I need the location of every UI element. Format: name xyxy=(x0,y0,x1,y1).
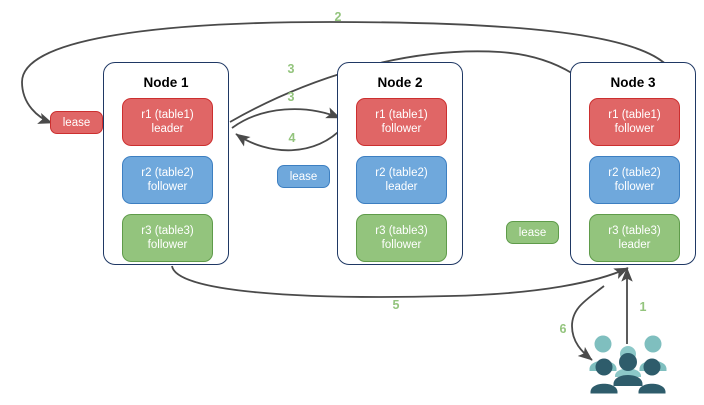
replica-name: r1 (table1) xyxy=(375,109,428,121)
replica-node3-r3[interactable]: r3 (table3) leader xyxy=(589,214,680,262)
step-label-5: 5 xyxy=(392,298,400,312)
node-title: Node 1 xyxy=(143,75,189,90)
replica-node1-r3[interactable]: r3 (table3) follower xyxy=(122,214,213,262)
edge-step-3-lower xyxy=(231,107,341,129)
step-label-1: 1 xyxy=(639,300,647,314)
replica-node1-r1[interactable]: r1 (table1) leader xyxy=(122,98,213,146)
users-icon xyxy=(588,332,668,394)
step-label-4: 4 xyxy=(288,131,296,145)
replica-name: r1 (table1) xyxy=(608,109,661,121)
replica-role: leader xyxy=(385,181,418,193)
replica-node2-r1[interactable]: r1 (table1) follower xyxy=(356,98,447,146)
replica-role: follower xyxy=(147,181,188,193)
replica-role: follower xyxy=(381,239,422,251)
node-title: Node 3 xyxy=(610,75,656,90)
replica-role: leader xyxy=(151,123,184,135)
lease-chip-r3[interactable]: lease xyxy=(506,221,559,244)
lease-chip-r1[interactable]: lease xyxy=(50,111,103,134)
edge-step-5 xyxy=(171,265,629,298)
replica-role: follower xyxy=(614,123,655,135)
replica-role: follower xyxy=(147,239,188,251)
step-label-2: 2 xyxy=(334,10,342,24)
replica-name: r2 (table2) xyxy=(608,167,661,179)
replica-name: r1 (table1) xyxy=(141,109,194,121)
replica-node1-r2[interactable]: r2 (table2) follower xyxy=(122,156,213,204)
edge-step-6 xyxy=(571,285,605,361)
replica-name: r3 (table3) xyxy=(141,225,194,237)
replica-name: r3 (table3) xyxy=(375,225,428,237)
replica-name: r2 (table2) xyxy=(375,167,428,179)
node-title: Node 2 xyxy=(377,75,423,90)
edge-step-2 xyxy=(21,21,677,124)
replica-role: follower xyxy=(381,123,422,135)
replica-name: r2 (table2) xyxy=(141,167,194,179)
node-container-node1: Node 1 r1 (table1) leader r2 (table2) fo… xyxy=(103,62,229,265)
replica-node3-r2[interactable]: r2 (table2) follower xyxy=(589,156,680,204)
step-label-6: 6 xyxy=(559,322,567,336)
edge-step-4 xyxy=(235,125,345,152)
replica-node2-r2[interactable]: r2 (table2) leader xyxy=(356,156,447,204)
node-container-node2: Node 2 r1 (table1) follower r2 (table2) … xyxy=(337,62,463,265)
replica-node3-r1[interactable]: r1 (table1) follower xyxy=(589,98,680,146)
node-container-node3: Node 3 r1 (table1) follower r2 (table2) … xyxy=(570,62,696,265)
replica-role: follower xyxy=(614,181,655,193)
replica-name: r3 (table3) xyxy=(608,225,661,237)
replica-role: leader xyxy=(618,239,651,251)
lease-chip-r2[interactable]: lease xyxy=(277,165,330,188)
step-label-3-upper: 3 xyxy=(287,62,295,76)
step-label-3-lower: 3 xyxy=(287,90,295,104)
replica-node2-r3[interactable]: r3 (table3) follower xyxy=(356,214,447,262)
